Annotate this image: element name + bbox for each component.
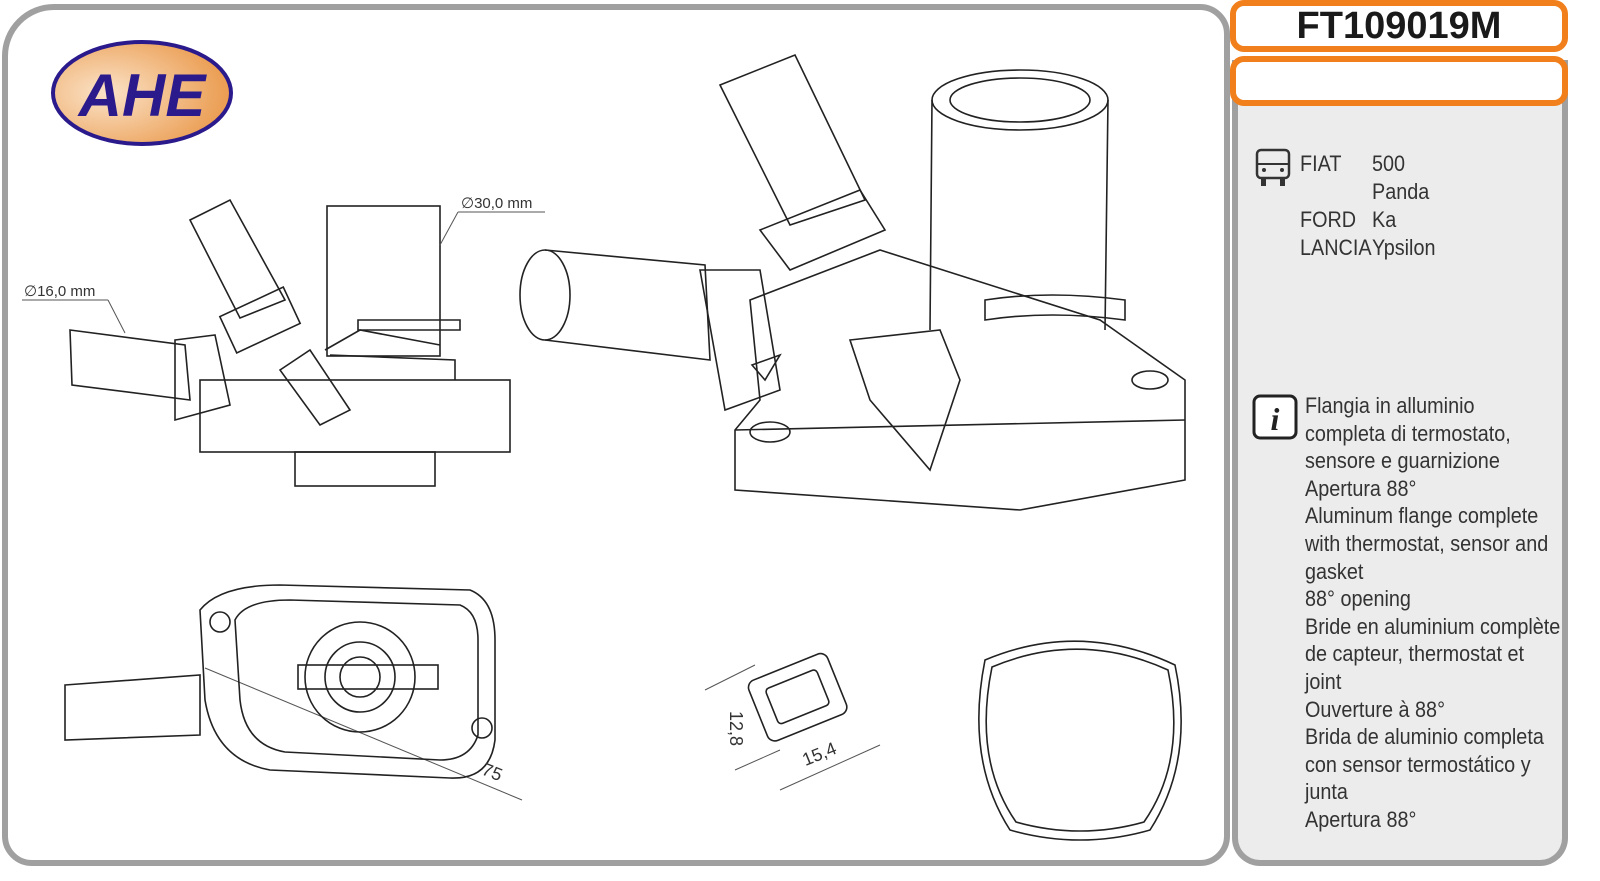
make: FORD (1300, 207, 1357, 232)
description-line: 88° opening (1305, 586, 1411, 612)
description-line: Ouverture à 88° (1305, 696, 1445, 722)
model: Ka (1372, 207, 1397, 232)
description-line: completa di termostato, (1305, 420, 1511, 446)
connector-height-label: 12,8 (726, 710, 747, 747)
perspective-view (519, 53, 1186, 511)
bottom-view (64, 584, 496, 779)
side-view (69, 198, 511, 487)
make: FIAT (1300, 151, 1342, 176)
svg-text:i: i (1271, 401, 1280, 437)
description-line: sensore e guarnizione (1305, 448, 1500, 474)
outlet-diameter-label: ∅30,0 mm (461, 195, 533, 212)
application-row: FORD Ka (1300, 206, 1435, 234)
gasket-view (978, 640, 1182, 841)
product-code: FT109019M (1230, 0, 1568, 52)
description-line: with thermostat, sensor and (1305, 530, 1549, 556)
drawing-panel (2, 4, 1230, 866)
connector-view (747, 652, 848, 742)
application-row: FIAT 500 (1300, 150, 1435, 178)
description-line: joint (1305, 668, 1342, 694)
description-line: Brida de aluminio completa (1305, 724, 1544, 750)
make: LANCIA (1300, 235, 1372, 260)
description-line: Flangia in alluminio (1305, 393, 1475, 418)
svg-text:AHE: AHE (77, 62, 208, 129)
model: Panda (1372, 179, 1430, 204)
description-line: de capteur, thermostat et (1305, 641, 1525, 667)
model: 500 (1372, 151, 1406, 176)
description-line: gasket (1305, 558, 1364, 584)
application-row: Panda (1300, 178, 1435, 206)
info-panel (1232, 60, 1568, 866)
description-line: Apertura 88° (1305, 806, 1417, 832)
model: Ypsilon (1372, 235, 1436, 260)
ahe-logo: AHE (51, 40, 233, 146)
inlet-diameter-label: ∅16,0 mm (24, 283, 96, 300)
description-line: junta (1305, 779, 1348, 805)
vehicle-icon (1255, 148, 1291, 186)
info-icon: i (1252, 394, 1298, 440)
dimension-lines (22, 211, 881, 801)
description-line: Apertura 88° (1305, 475, 1417, 501)
description-line: Aluminum flange complete (1305, 503, 1539, 529)
description-line: Bride en aluminium complète (1305, 613, 1561, 639)
description-line: con sensor termostático y (1305, 751, 1531, 777)
product-subtitle (1230, 56, 1568, 106)
